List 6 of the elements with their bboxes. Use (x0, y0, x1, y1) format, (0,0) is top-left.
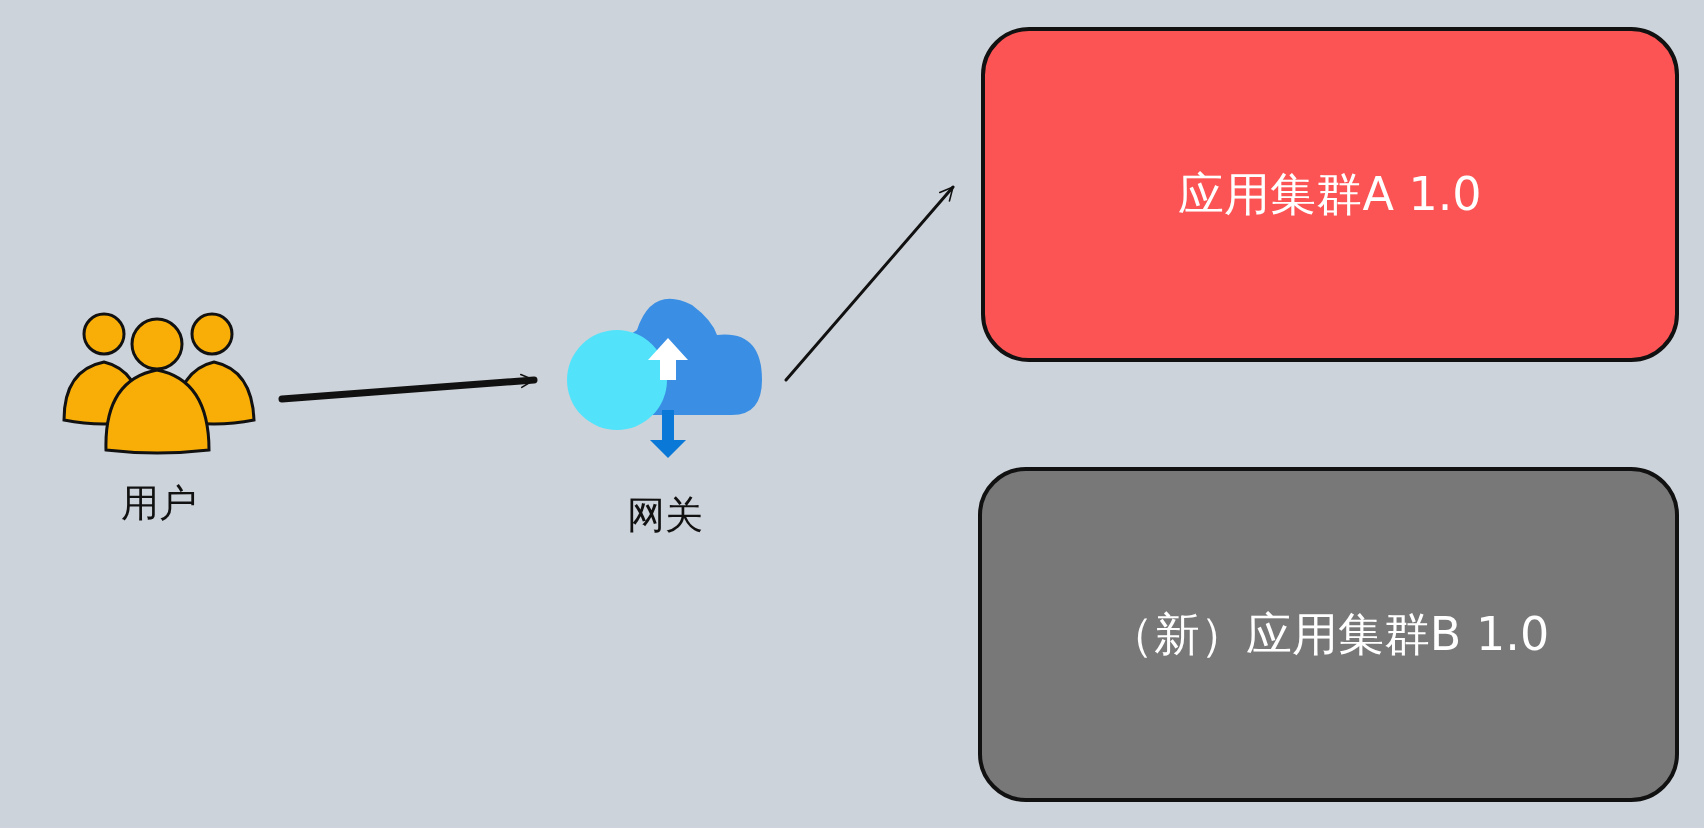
arrow (784, 185, 955, 382)
arrow (278, 373, 538, 403)
cluster-box: （新）应用集群B 1.0 (978, 467, 1679, 802)
node-label: 用户 (120, 480, 198, 527)
node-label: 网关 (626, 492, 704, 539)
cluster-box: 应用集群A 1.0 (981, 27, 1679, 362)
